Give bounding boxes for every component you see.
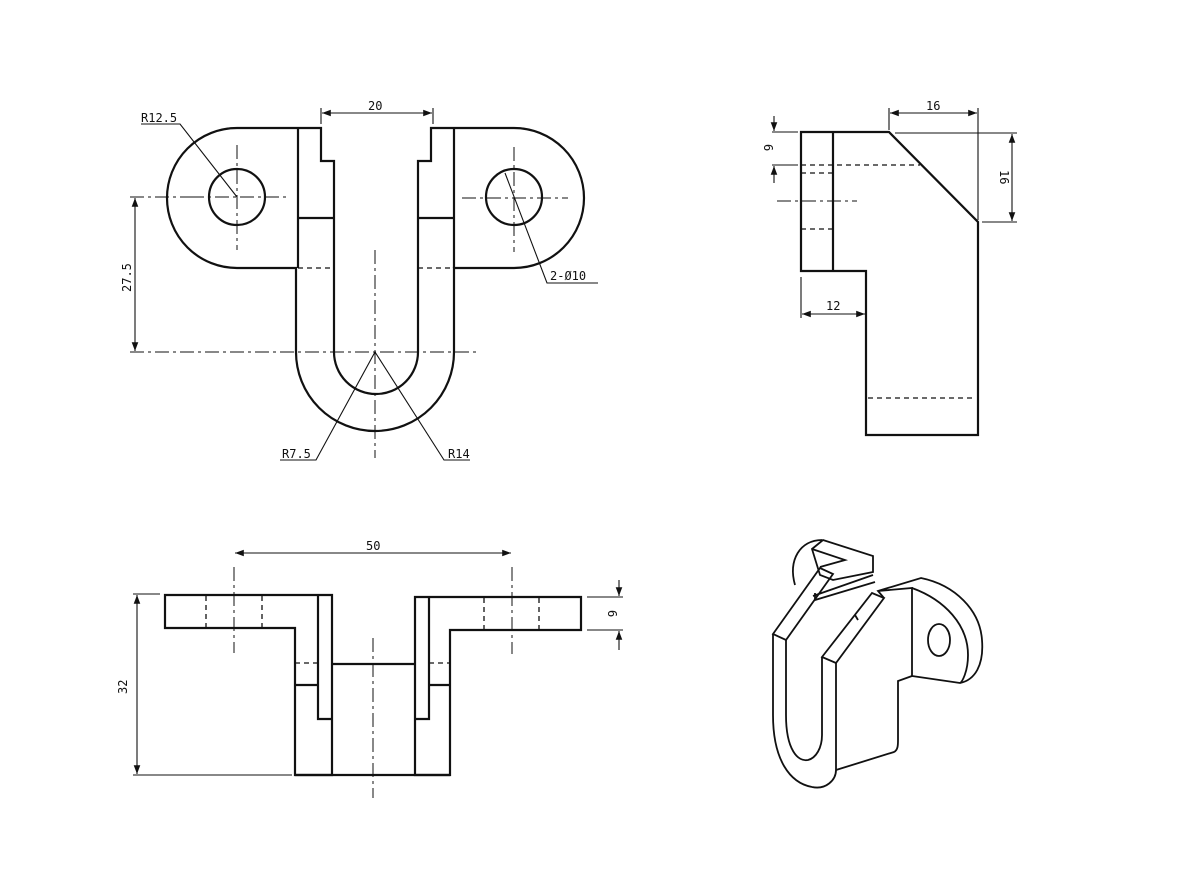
front-view: 50 32 6: [116, 539, 623, 798]
isometric-hole: [927, 623, 951, 657]
dim-50: 50: [366, 539, 380, 553]
dim-32: 32: [116, 680, 130, 694]
dim-16-vertical: 16: [997, 170, 1011, 184]
dim-2-dia10: 2-Ø10: [550, 269, 586, 283]
dim-6-front: 6: [605, 610, 619, 617]
isometric-view: [771, 538, 984, 789]
dim-r12-5: R12.5: [141, 111, 177, 125]
top-view-outline: [165, 126, 586, 433]
dim-16-horizontal: 16: [926, 99, 940, 113]
dim-20: 20: [368, 99, 382, 113]
dim-12: 12: [826, 299, 840, 313]
side-view-outline: [799, 130, 980, 437]
dim-27-5: 27.5: [120, 263, 134, 292]
dim-r14: R14: [448, 447, 470, 461]
side-view: 16 16 6 12: [761, 99, 1017, 437]
dim-6-side: 6: [761, 144, 775, 151]
dim-r7-5: R7.5: [282, 447, 311, 461]
top-view: 20 27.5 R12.5 2-Ø10 R7.5 R14: [120, 99, 598, 461]
